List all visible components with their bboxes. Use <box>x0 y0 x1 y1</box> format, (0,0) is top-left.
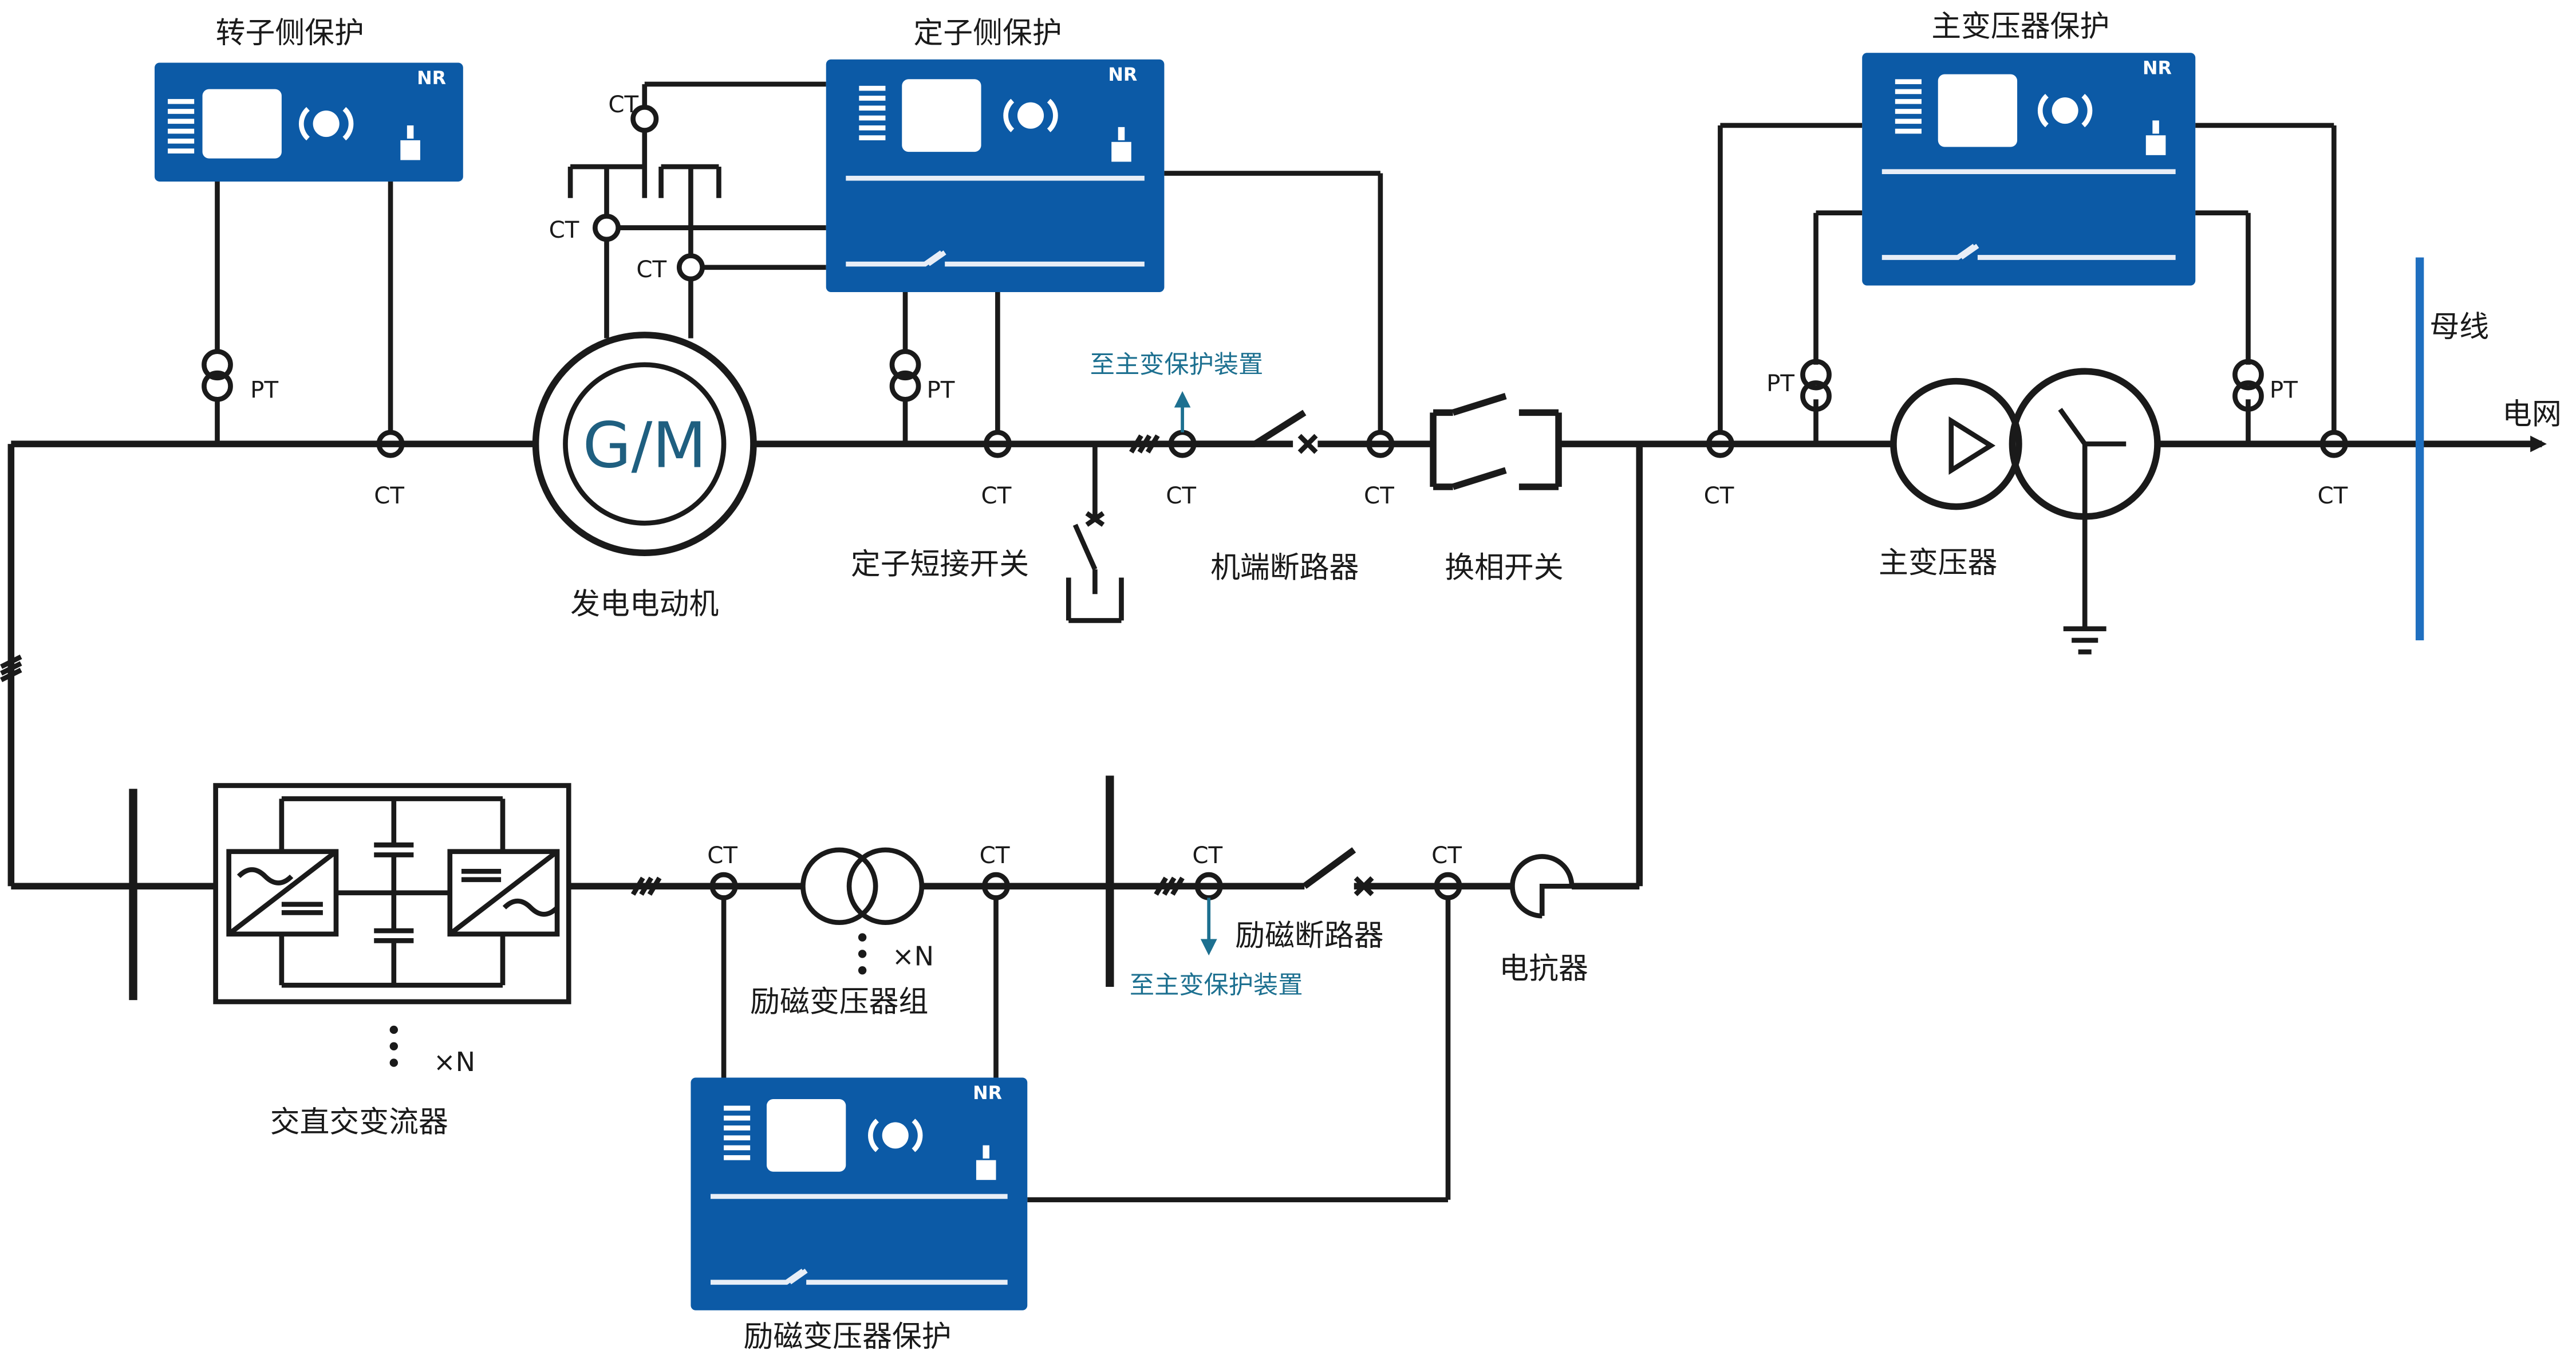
pt-label: PT <box>2270 376 2298 403</box>
ct-rotor <box>376 430 405 458</box>
ct-gen-neutral <box>630 104 659 133</box>
main-transformer-label: 主变压器 <box>1879 546 1997 580</box>
phase-reversal-switch <box>1430 393 1562 490</box>
pt-stator <box>889 349 921 402</box>
ct-label: CT <box>636 256 666 283</box>
exc-breaker-label: 励磁断路器 <box>1235 919 1383 953</box>
rotor-protection-device: NR <box>155 62 463 182</box>
exc-transformer-protection-label: 励磁变压器保护 <box>744 1320 952 1354</box>
generator-motor-label: 发电电动机 <box>570 587 719 621</box>
pt-label: PT <box>1766 370 1794 397</box>
ct-label: CT <box>1166 482 1196 509</box>
main-transformer-protection-device: NR <box>1862 53 2196 286</box>
exc-breaker <box>1302 847 1374 896</box>
three-phase-mark <box>1154 876 1185 896</box>
generator-breaker-label: 机端断路器 <box>1210 550 1359 585</box>
converter-label: 交直交变流器 <box>270 1105 448 1140</box>
generator-motor-symbol: G/M <box>532 332 757 557</box>
grid-label: 电网 <box>2502 397 2562 432</box>
ct-label: CT <box>1431 842 1462 869</box>
stator-short-switch-label: 定子短接开关 <box>851 548 1029 582</box>
ct-label: CT <box>2317 482 2348 509</box>
main-transformer-protection-wiring <box>1718 123 2337 444</box>
ct-label: CT <box>1704 482 1734 509</box>
stator-short-switch <box>1066 444 1124 623</box>
reactor-label: 电抗器 <box>1499 952 1588 986</box>
gm-symbol-text: G/M <box>583 408 707 482</box>
ct-label: CT <box>608 91 638 118</box>
pt-label: PT <box>250 376 278 403</box>
svg-text:NR: NR <box>973 1083 1002 1104</box>
stator-protection-wiring <box>902 171 1383 444</box>
ct-label: CT <box>549 216 579 243</box>
rotor-protection-wiring <box>215 181 393 444</box>
ct-main-hv <box>1706 430 1734 458</box>
ct-label: CT <box>374 482 404 509</box>
three-phase-mark <box>0 654 22 682</box>
converter-ellipsis <box>389 1025 399 1067</box>
generator-ct-wiring <box>567 81 826 338</box>
three-phase-mark <box>1129 434 1160 454</box>
exc-transformer-symbol <box>800 847 925 925</box>
busbar-label: 母线 <box>2429 310 2489 344</box>
svg-text:NR: NR <box>1108 65 1137 85</box>
three-phase-mark <box>630 876 662 896</box>
svg-text:NR: NR <box>2143 58 2172 79</box>
stator-protection-device: NR <box>826 59 1165 292</box>
ct-label: CT <box>1192 842 1222 869</box>
exc-protection-wiring <box>721 897 1451 1203</box>
ct-label: CT <box>707 842 737 869</box>
pt-rotor <box>202 349 233 402</box>
main-transformer-symbol <box>1890 368 2161 655</box>
ct-main-grid <box>2319 430 2348 458</box>
ac-dc-ac-converter <box>213 783 571 1005</box>
stator-protection-label: 定子侧保护 <box>913 16 1062 50</box>
generator-breaker <box>1194 410 1318 454</box>
ct-gen-b <box>676 253 705 282</box>
pt-main-hv <box>2232 359 2264 412</box>
exc-transformer-group-label: 励磁变压器组 <box>750 985 928 1019</box>
ct-stator <box>983 430 1012 458</box>
reactor-symbol <box>1510 854 1575 919</box>
to-main-protection-label-2: 至主变保护装置 <box>1130 971 1303 1000</box>
times-n-exc: ×N <box>892 941 934 972</box>
ct-label: CT <box>1364 482 1394 509</box>
pt-label: PT <box>926 376 954 403</box>
main-transformer-protection-label: 主变压器保护 <box>1931 9 2109 44</box>
ct-breaker <box>1366 430 1395 458</box>
ct-label: CT <box>980 842 1010 869</box>
ct-gen-a <box>593 214 621 242</box>
phase-reversal-switch-label: 换相开关 <box>1445 550 1563 585</box>
exc-transformer-protection-device: NR <box>691 1077 1028 1310</box>
pt-main-lv <box>1800 359 1832 412</box>
ct-label: CT <box>981 482 1012 509</box>
exc-transformer-ellipsis <box>858 933 867 975</box>
svg-text:NR: NR <box>417 68 446 89</box>
rotor-protection-label: 转子侧保护 <box>216 16 364 50</box>
to-main-protection-label-1: 至主变保护装置 <box>1090 351 1264 379</box>
times-n-converter: ×N <box>433 1046 475 1077</box>
